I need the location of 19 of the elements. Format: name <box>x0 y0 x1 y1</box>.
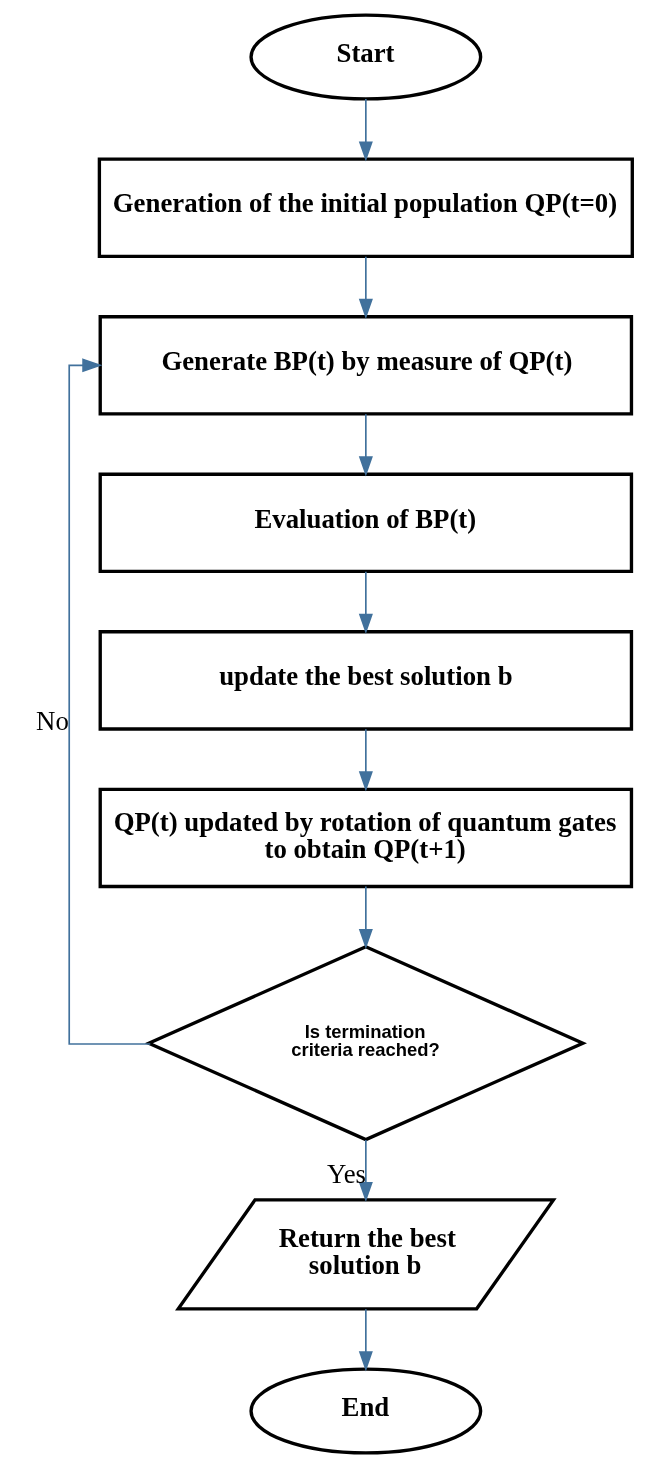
edge-label: No <box>35 705 69 736</box>
arrow <box>67 358 151 1045</box>
node-box: Generate BP(t) by measure of QP(t) <box>98 315 633 416</box>
arrow <box>358 255 373 319</box>
arrow <box>358 728 373 792</box>
node-box: Evaluation of BP(t) <box>98 472 633 574</box>
node-box: QP(t) updated by rotation of quantum gates to obtain QP(t+1) <box>98 787 633 889</box>
arrow <box>358 413 373 477</box>
arrow <box>358 1139 373 1203</box>
edge-label: Yes <box>326 1158 366 1189</box>
arrow <box>358 571 373 634</box>
node-diamond: Is termination criteria reached? <box>144 945 587 1142</box>
node-ellipse: Start <box>248 13 482 101</box>
node-box: update the best solution b <box>98 630 633 731</box>
arrow <box>358 885 373 950</box>
arrow <box>358 98 373 162</box>
arrow <box>358 1308 373 1372</box>
node-ellipse: End <box>248 1367 482 1455</box>
node-box: Generation of the initial population QP(t=0) <box>97 157 634 259</box>
